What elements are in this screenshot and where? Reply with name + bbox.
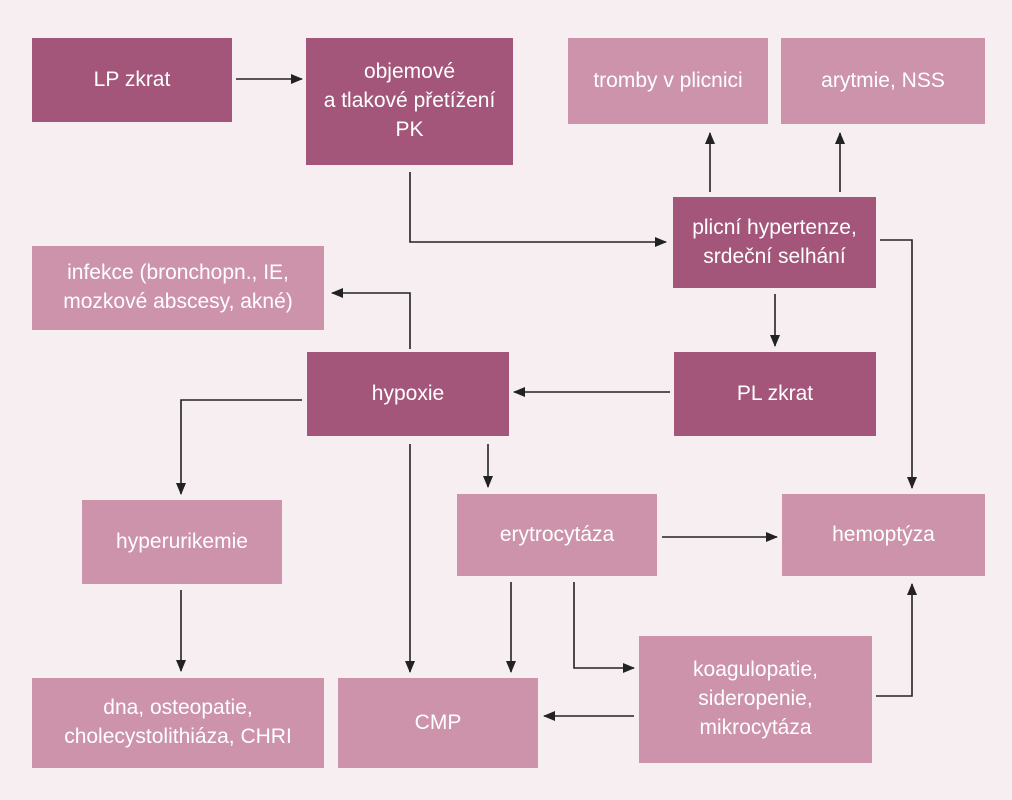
node-pretizeni: objemové a tlakové přetížení PK — [306, 38, 513, 165]
node-erytrocytaza: erytrocytáza — [457, 494, 657, 576]
node-hemoptyza-label: hemoptýza — [832, 522, 935, 546]
node-cmp: CMP — [338, 678, 538, 768]
node-erytrocytaza-label: erytrocytáza — [499, 522, 615, 546]
node-lp-zkrat: LP zkrat — [32, 38, 232, 122]
node-plicni-hypertenze-label: plicní hypertenze, srdeční selhání — [692, 215, 857, 268]
node-plicni-hypertenze: plicní hypertenze, srdeční selhání — [673, 197, 876, 288]
arrow-plicni-hypertenze-to-hemoptyza — [880, 239, 917, 489]
node-hyperurikemie: hyperurikemie — [82, 500, 282, 584]
node-lp-zkrat-label: LP zkrat — [93, 67, 171, 91]
node-arytmie: arytmie, NSS — [781, 38, 985, 124]
node-infekce: infekce (bronchopn., IE, mozkové abscesy… — [32, 246, 324, 330]
arrow-hypoxie-to-hyperurikemie — [176, 399, 302, 495]
node-arytmie-label: arytmie, NSS — [821, 68, 945, 92]
arrow-pretizeni-to-plicni-hypertenze — [409, 172, 667, 247]
node-koagulopatie-label: koagulopatie, sideropenie, mikrocytáza — [693, 658, 818, 739]
node-hemoptyza: hemoptýza — [782, 494, 985, 576]
node-hyperurikemie-label: hyperurikemie — [116, 529, 248, 553]
arrow-koagulopatie-to-hemoptyza — [876, 583, 917, 697]
node-pl-zkrat-label: PL zkrat — [736, 381, 814, 405]
node-pl-zkrat: PL zkrat — [674, 352, 876, 436]
node-koagulopatie: koagulopatie, sideropenie, mikrocytáza — [639, 636, 872, 763]
node-infekce-label: infekce (bronchopn., IE, mozkové abscesy… — [63, 261, 293, 313]
arrow-hypoxie-to-infekce — [331, 288, 411, 349]
node-pretizeni-label: objemové a tlakové přetížení PK — [323, 60, 496, 141]
node-tromby-label: tromby v plicnici — [593, 68, 743, 92]
node-tromby: tromby v plicnici — [568, 38, 768, 124]
node-dna-label: dna, osteopatie, cholecystolithiáza, CHR… — [64, 696, 292, 748]
node-dna: dna, osteopatie, cholecystolithiáza, CHR… — [32, 678, 324, 768]
node-hypoxie-label: hypoxie — [371, 381, 445, 405]
node-cmp-label: CMP — [414, 710, 462, 734]
node-hypoxie: hypoxie — [307, 352, 509, 436]
arrow-erytrocytaza-to-koagulopatie — [573, 582, 635, 673]
